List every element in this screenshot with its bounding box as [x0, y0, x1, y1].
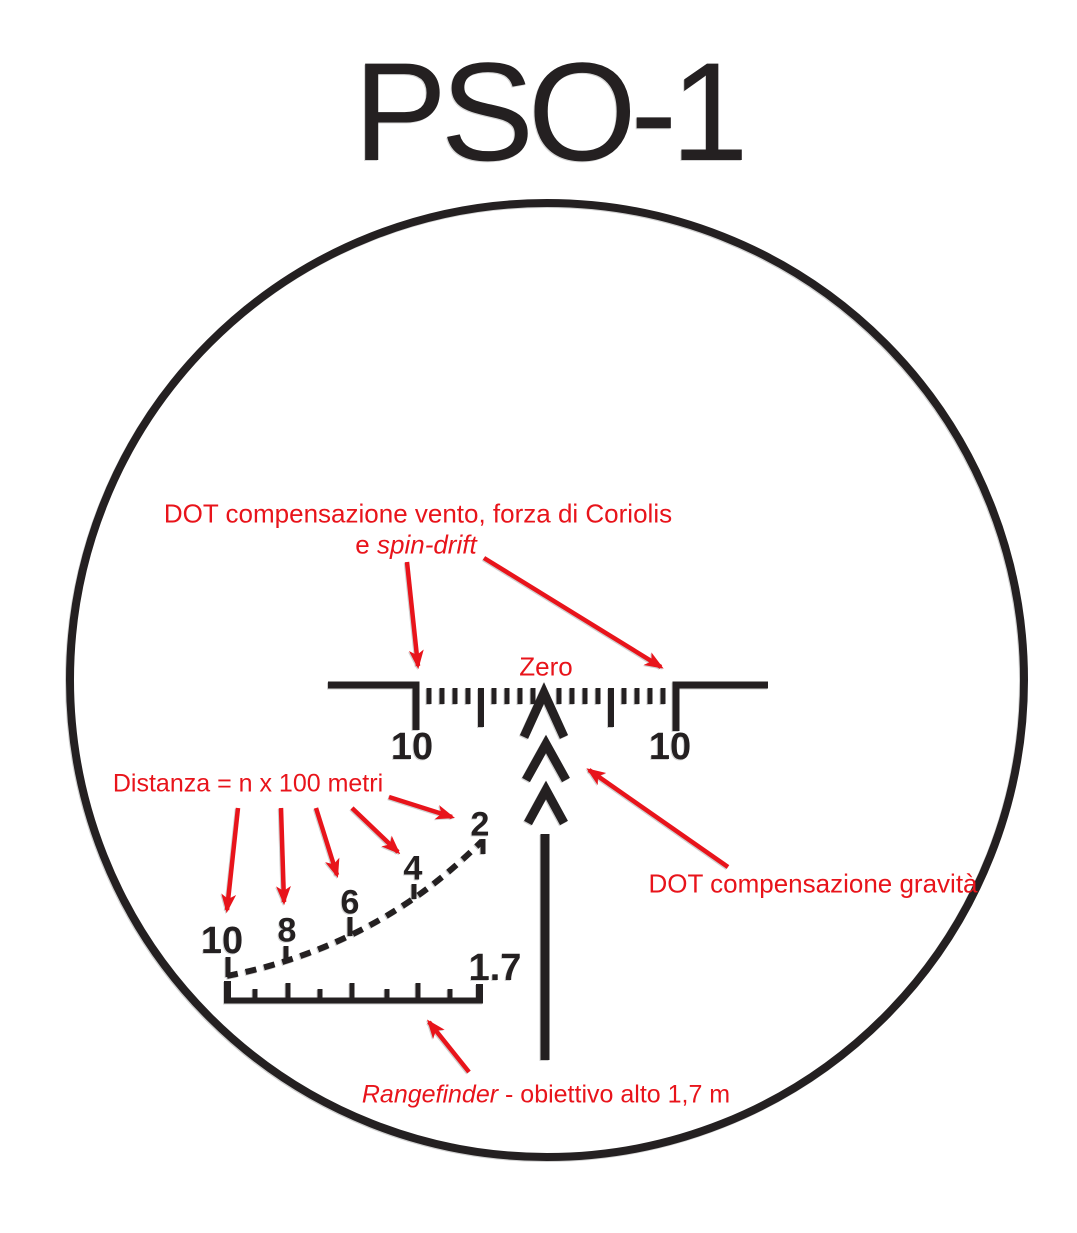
rangefinder-baseline-group: [224, 981, 483, 1004]
rangefinder-label-6: 6: [340, 883, 360, 922]
rangefinder-label-4: 4: [403, 849, 423, 888]
chevron-drop-2: [522, 734, 570, 783]
annotation-wind-line2-prefix: e: [355, 529, 377, 560]
annotation-wind-line2-italic: spin-drift: [376, 529, 477, 560]
annotation-zero: Zero: [519, 651, 573, 682]
arrow-wind-right: [482, 556, 664, 669]
rangefinder-label-10: 10: [200, 920, 244, 963]
windage-ticks: [426, 688, 666, 727]
rangefinder-label-2: 2: [470, 805, 490, 844]
aiming-chevrons: [519, 682, 570, 826]
diagram-title: PSO-1: [353, 33, 749, 190]
windage-label-right: 10: [648, 726, 692, 769]
annotation-distance-formula: Distanza = n x 100 metri: [112, 769, 384, 798]
arrow-distance-4: [350, 806, 401, 855]
annotation-rangefinder-italic: Rangefinder: [361, 1080, 499, 1109]
chevron-main: [519, 682, 569, 739]
windage-label-left: 10: [390, 726, 434, 769]
annotation-gravity: DOT compensazione gravità: [648, 868, 978, 899]
arrow-distance-2: [388, 794, 456, 820]
arrow-gravity: [586, 768, 730, 869]
arrow-distance-8: [276, 807, 291, 906]
chevron-drop-3: [524, 780, 568, 826]
annotation-wind-line1: DOT compensazione vento, forza di Coriol…: [163, 498, 673, 529]
arrow-distance-6: [313, 807, 340, 879]
annotation-arrows: [221, 556, 730, 1074]
scope-circle: [66, 199, 1028, 1161]
arrow-wind-left: [404, 561, 424, 670]
annotation-rangefinder-rest: - obiettivo alto 1,7 m: [498, 1080, 731, 1109]
rangefinder-dashed-curve: [226, 838, 485, 979]
rangefinder-curve-group: [225, 838, 486, 979]
annotation-rangefinder: Rangefinder - obiettivo alto 1,7 m: [362, 1081, 730, 1109]
rangefinder-label-8: 8: [277, 911, 297, 950]
arrow-rangefinder: [427, 1019, 471, 1074]
annotation-wind-line2: e spin-drift: [355, 529, 477, 560]
rangefinder-height-label: 1.7: [468, 947, 522, 990]
crosshair-horizontal: [328, 681, 768, 731]
arrow-distance-10: [221, 807, 241, 914]
